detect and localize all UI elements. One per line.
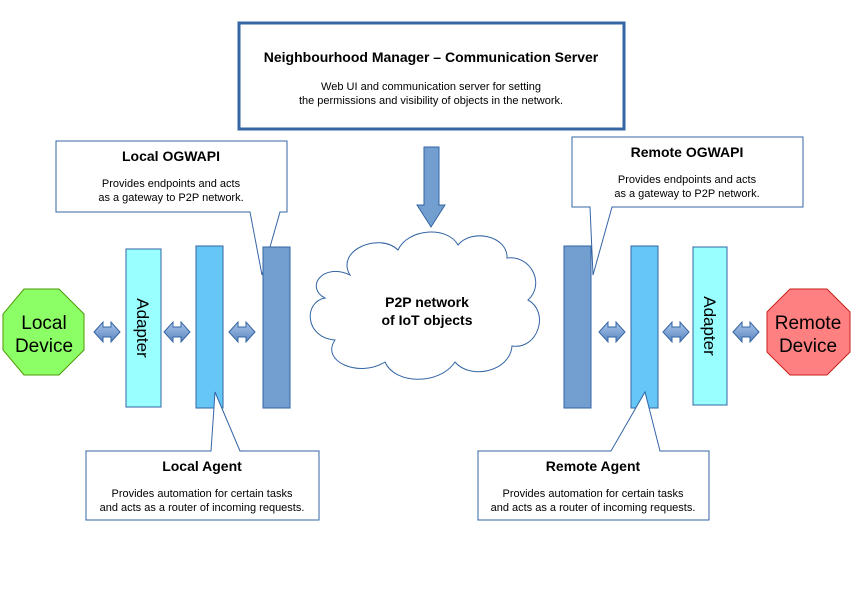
remote-adapter-bar: Adapter bbox=[692, 246, 728, 406]
local-ogwapi-line1: Provides endpoints and acts bbox=[102, 178, 241, 190]
local-adapter-bar: Adapter bbox=[125, 248, 162, 408]
cloud-line2: of IoT objects bbox=[382, 312, 473, 328]
local-device: Local Device bbox=[2, 288, 85, 376]
local-agent-bar bbox=[195, 245, 224, 409]
remote-agent-line1: Provides automation for certain tasks bbox=[503, 488, 684, 500]
remote-device-line2: Device bbox=[779, 336, 837, 357]
local-ogwapi-callout: Local OGWAPI Provides endpoints and acts… bbox=[55, 140, 288, 276]
local-device-line2: Device bbox=[15, 336, 73, 357]
remote-ogwapi-bar bbox=[563, 245, 592, 409]
local-adapter-agent-arrow bbox=[163, 321, 191, 343]
remote-agent-title: Remote Agent bbox=[546, 458, 641, 474]
local-agent-title: Local Agent bbox=[162, 458, 242, 474]
cloud-line1: P2P network bbox=[385, 294, 469, 310]
remote-ogwapi-callout: Remote OGWAPI Provides endpoints and act… bbox=[571, 136, 804, 276]
remote-ogwapi-agent-arrow bbox=[598, 321, 626, 343]
remote-agent-line2: and acts as a router of incoming request… bbox=[491, 502, 696, 514]
remote-ogwapi-title: Remote OGWAPI bbox=[631, 144, 744, 160]
local-adapter-label: Adapter bbox=[133, 298, 152, 358]
local-ogwapi-bar bbox=[262, 246, 291, 409]
manager-desc-line2: the permissions and visibility of object… bbox=[299, 95, 563, 107]
local-device-line1: Local bbox=[21, 313, 66, 334]
local-device-adapter-arrow bbox=[93, 321, 121, 343]
neighbourhood-manager-box: Neighbourhood Manager – Communication Se… bbox=[237, 21, 626, 131]
p2p-cloud: P2P network of IoT objects bbox=[309, 231, 540, 380]
local-ogwapi-line2: as a gateway to P2P network. bbox=[98, 192, 243, 204]
manager-desc-line1: Web UI and communication server for sett… bbox=[321, 81, 541, 93]
remote-adapter-device-arrow bbox=[732, 321, 760, 343]
remote-ogwapi-line2: as a gateway to P2P network. bbox=[614, 188, 759, 200]
remote-ogwapi-line1: Provides endpoints and acts bbox=[618, 174, 757, 186]
remote-agent-adapter-arrow bbox=[662, 321, 690, 343]
remote-device-line1: Remote bbox=[775, 313, 842, 334]
remote-agent-bar bbox=[630, 245, 659, 409]
local-agent-line1: Provides automation for certain tasks bbox=[112, 488, 293, 500]
local-agent-ogwapi-arrow bbox=[228, 321, 256, 343]
manager-title: Neighbourhood Manager – Communication Se… bbox=[264, 49, 599, 65]
local-agent-callout: Local Agent Provides automation for cert… bbox=[85, 391, 320, 521]
local-agent-line2: and acts as a router of incoming request… bbox=[100, 502, 305, 514]
remote-adapter-label: Adapter bbox=[700, 296, 719, 356]
local-ogwapi-title: Local OGWAPI bbox=[122, 148, 220, 164]
remote-device: Remote Device bbox=[766, 288, 851, 376]
manager-down-arrow bbox=[416, 146, 446, 228]
remote-agent-callout: Remote Agent Provides automation for cer… bbox=[477, 390, 710, 521]
